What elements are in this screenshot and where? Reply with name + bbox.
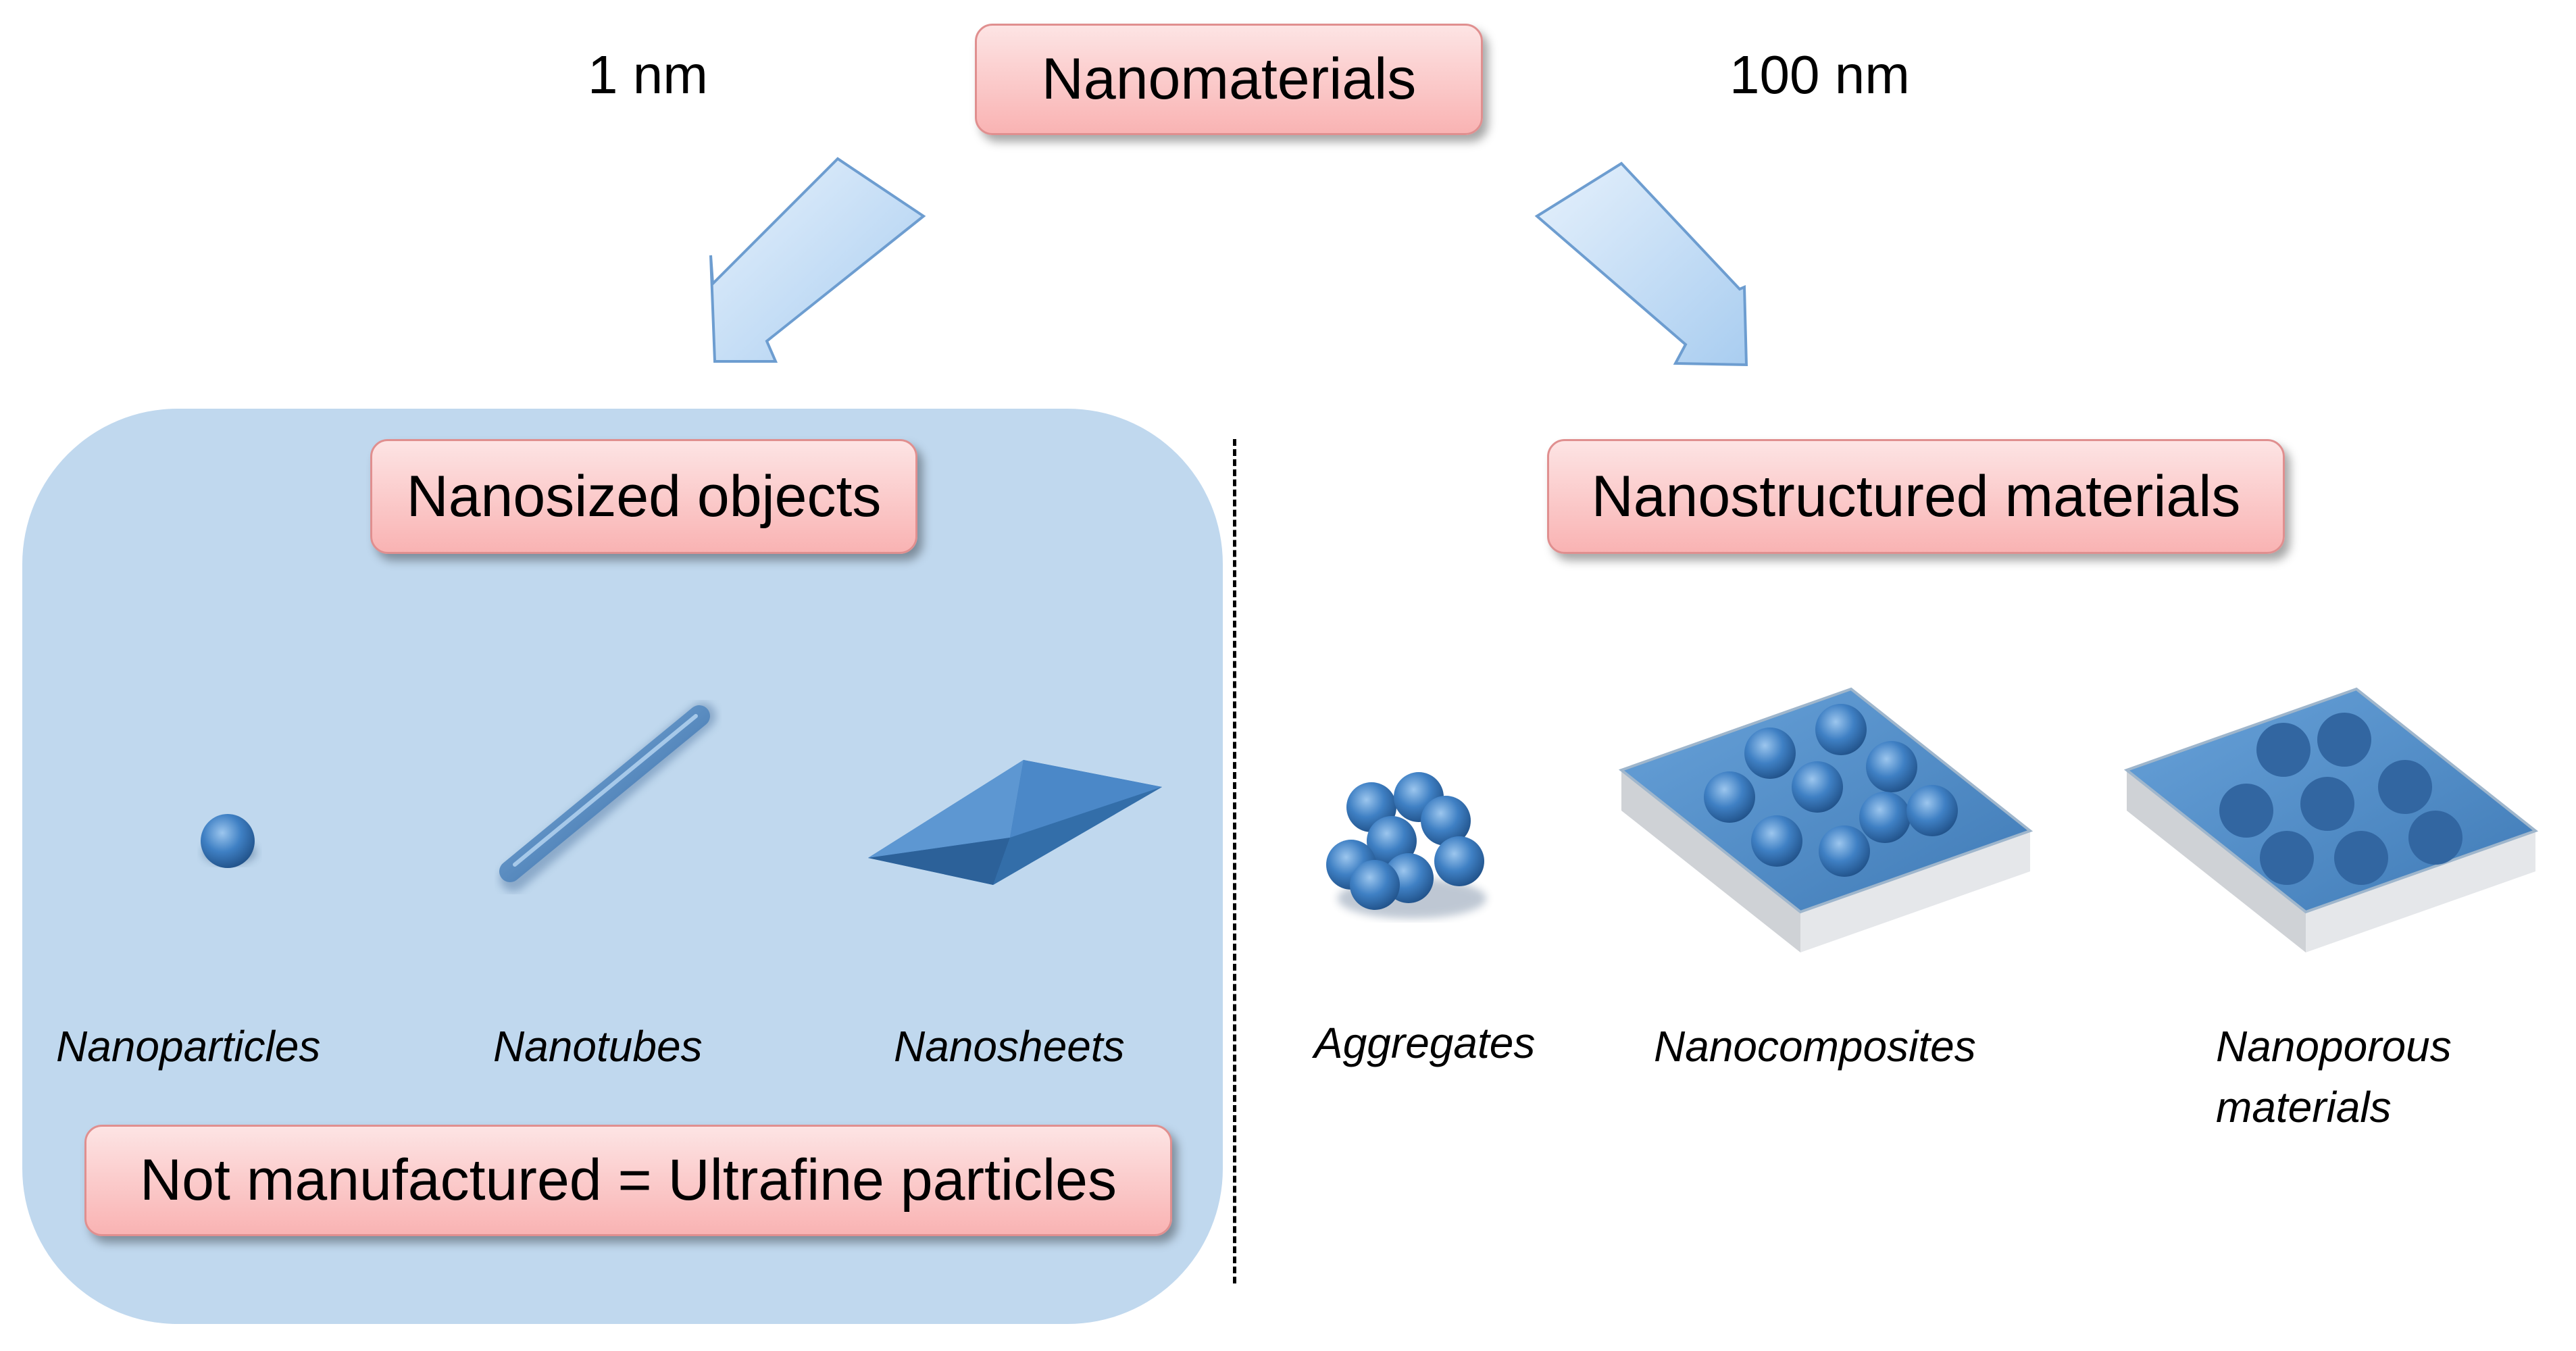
nanocomposite-icon bbox=[1618, 687, 2034, 952]
nanoporous-label-line2: materials bbox=[2216, 1082, 2392, 1131]
nanomaterials-box: Nanomaterials bbox=[975, 24, 1483, 135]
right-arrow bbox=[1534, 161, 1748, 367]
nanoparticle-icon bbox=[201, 814, 257, 868]
nanosheets-label: Nanosheets bbox=[894, 1022, 1125, 1071]
nanotube-icon bbox=[499, 703, 716, 892]
left-arrow bbox=[709, 157, 926, 363]
aggregates-label: Aggregates bbox=[1314, 1019, 1536, 1067]
nanomaterials-title: Nanomaterials bbox=[1041, 47, 1417, 111]
nanostructured-materials-heading: Nanostructured materials bbox=[1591, 463, 2241, 529]
ultrafine-particles-box: Not manufactured = Ultrafine particles bbox=[84, 1125, 1172, 1236]
nanotubes-label: Nanotubes bbox=[493, 1022, 703, 1071]
ultrafine-particles-text: Not manufactured = Ultrafine particles bbox=[140, 1148, 1117, 1213]
nanocomposites-label: Nanocomposites bbox=[1654, 1022, 1976, 1071]
aggregate-icon bbox=[1326, 772, 1486, 919]
nanosized-objects-heading: Nanosized objects bbox=[406, 463, 882, 529]
nanosheet-icon bbox=[868, 760, 1162, 885]
dashed-divider bbox=[1233, 439, 1236, 1283]
nanoporous-label: Nanoporous materials bbox=[2216, 1017, 2452, 1138]
nanostructured-materials-box: Nanostructured materials bbox=[1547, 439, 2285, 554]
scale-min-label: 1 nm bbox=[588, 45, 708, 105]
nanoporous-icon bbox=[2123, 687, 2539, 952]
scale-max-label: 100 nm bbox=[1729, 45, 1910, 105]
nanoparticles-label: Nanoparticles bbox=[56, 1022, 321, 1071]
nanoporous-label-line1: Nanoporous bbox=[2216, 1022, 2452, 1071]
nanosized-objects-box: Nanosized objects bbox=[370, 439, 917, 554]
